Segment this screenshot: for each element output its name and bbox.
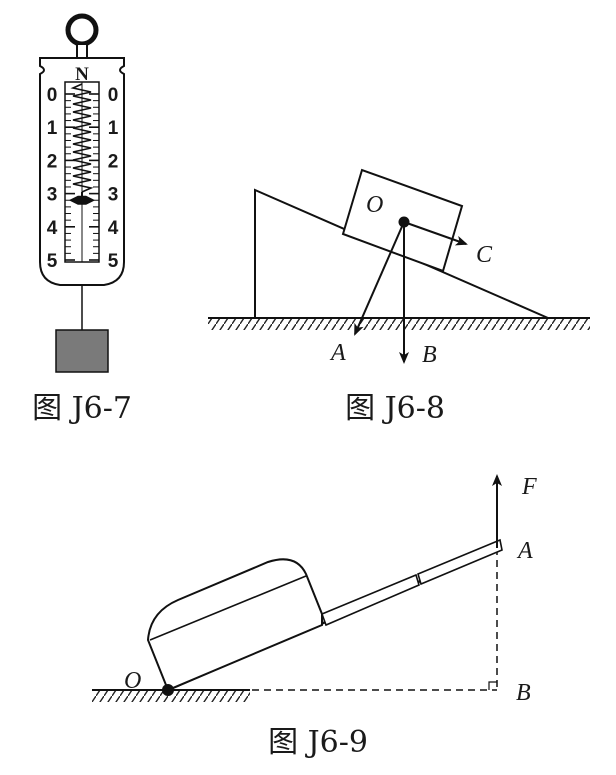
hanging-ring-icon bbox=[65, 13, 99, 59]
arrow-c bbox=[403, 221, 468, 246]
label-a-9: A bbox=[516, 538, 533, 564]
right-scale-number: 2 bbox=[108, 151, 119, 172]
right-scale-number: 1 bbox=[108, 118, 119, 139]
right-scale-number: 5 bbox=[108, 251, 119, 272]
left-scale-number: 0 bbox=[47, 85, 58, 106]
left-scale-number: 5 bbox=[47, 251, 58, 272]
left-scale-number: 4 bbox=[47, 218, 58, 239]
left-scale-number: 3 bbox=[47, 185, 58, 206]
spring-coil bbox=[70, 83, 94, 193]
figure-j6-8: O A B C 图 J6-8 bbox=[208, 168, 590, 426]
scale-numbers: 0 1 2 3 4 5 0 1 2 3 4 5 bbox=[47, 85, 119, 272]
unit-label: N bbox=[75, 64, 89, 85]
right-angle-mark bbox=[488, 681, 497, 690]
bucket-rim bbox=[149, 575, 307, 641]
bucket-body bbox=[146, 558, 323, 692]
ground-hatch-9 bbox=[92, 690, 250, 702]
left-scale-number: 1 bbox=[47, 118, 58, 139]
right-scale-number: 0 bbox=[108, 85, 119, 106]
caption-j6-8: 图 J6-8 bbox=[345, 391, 445, 426]
caption-j6-7: 图 J6-7 bbox=[32, 391, 132, 426]
right-scale-number: 3 bbox=[108, 185, 119, 206]
hanging-weight bbox=[55, 329, 109, 373]
label-a: A bbox=[329, 340, 346, 366]
handle-middle-segment bbox=[320, 573, 420, 627]
left-scale-number: 2 bbox=[47, 151, 58, 172]
caption-j6-9: 图 J6-9 bbox=[268, 725, 368, 760]
pivot-point-o bbox=[162, 684, 174, 696]
arrow-a bbox=[354, 221, 405, 336]
label-c: C bbox=[476, 242, 493, 268]
label-b: B bbox=[422, 342, 437, 368]
label-o: O bbox=[366, 192, 383, 218]
right-scale-number: 4 bbox=[108, 218, 119, 239]
figure-j6-9: F A B O 图 J6-9 bbox=[92, 474, 537, 760]
ground-hatch bbox=[208, 318, 590, 330]
handle-upper-segment bbox=[417, 538, 503, 586]
label-o-9: O bbox=[124, 668, 141, 694]
label-f: F bbox=[521, 474, 537, 500]
figure-j6-7: N 0 1 2 3 4 5 0 1 2 3 4 5 图 J6-7 bbox=[32, 13, 132, 426]
scale-pointer bbox=[68, 195, 96, 205]
label-b-9: B bbox=[516, 680, 531, 706]
